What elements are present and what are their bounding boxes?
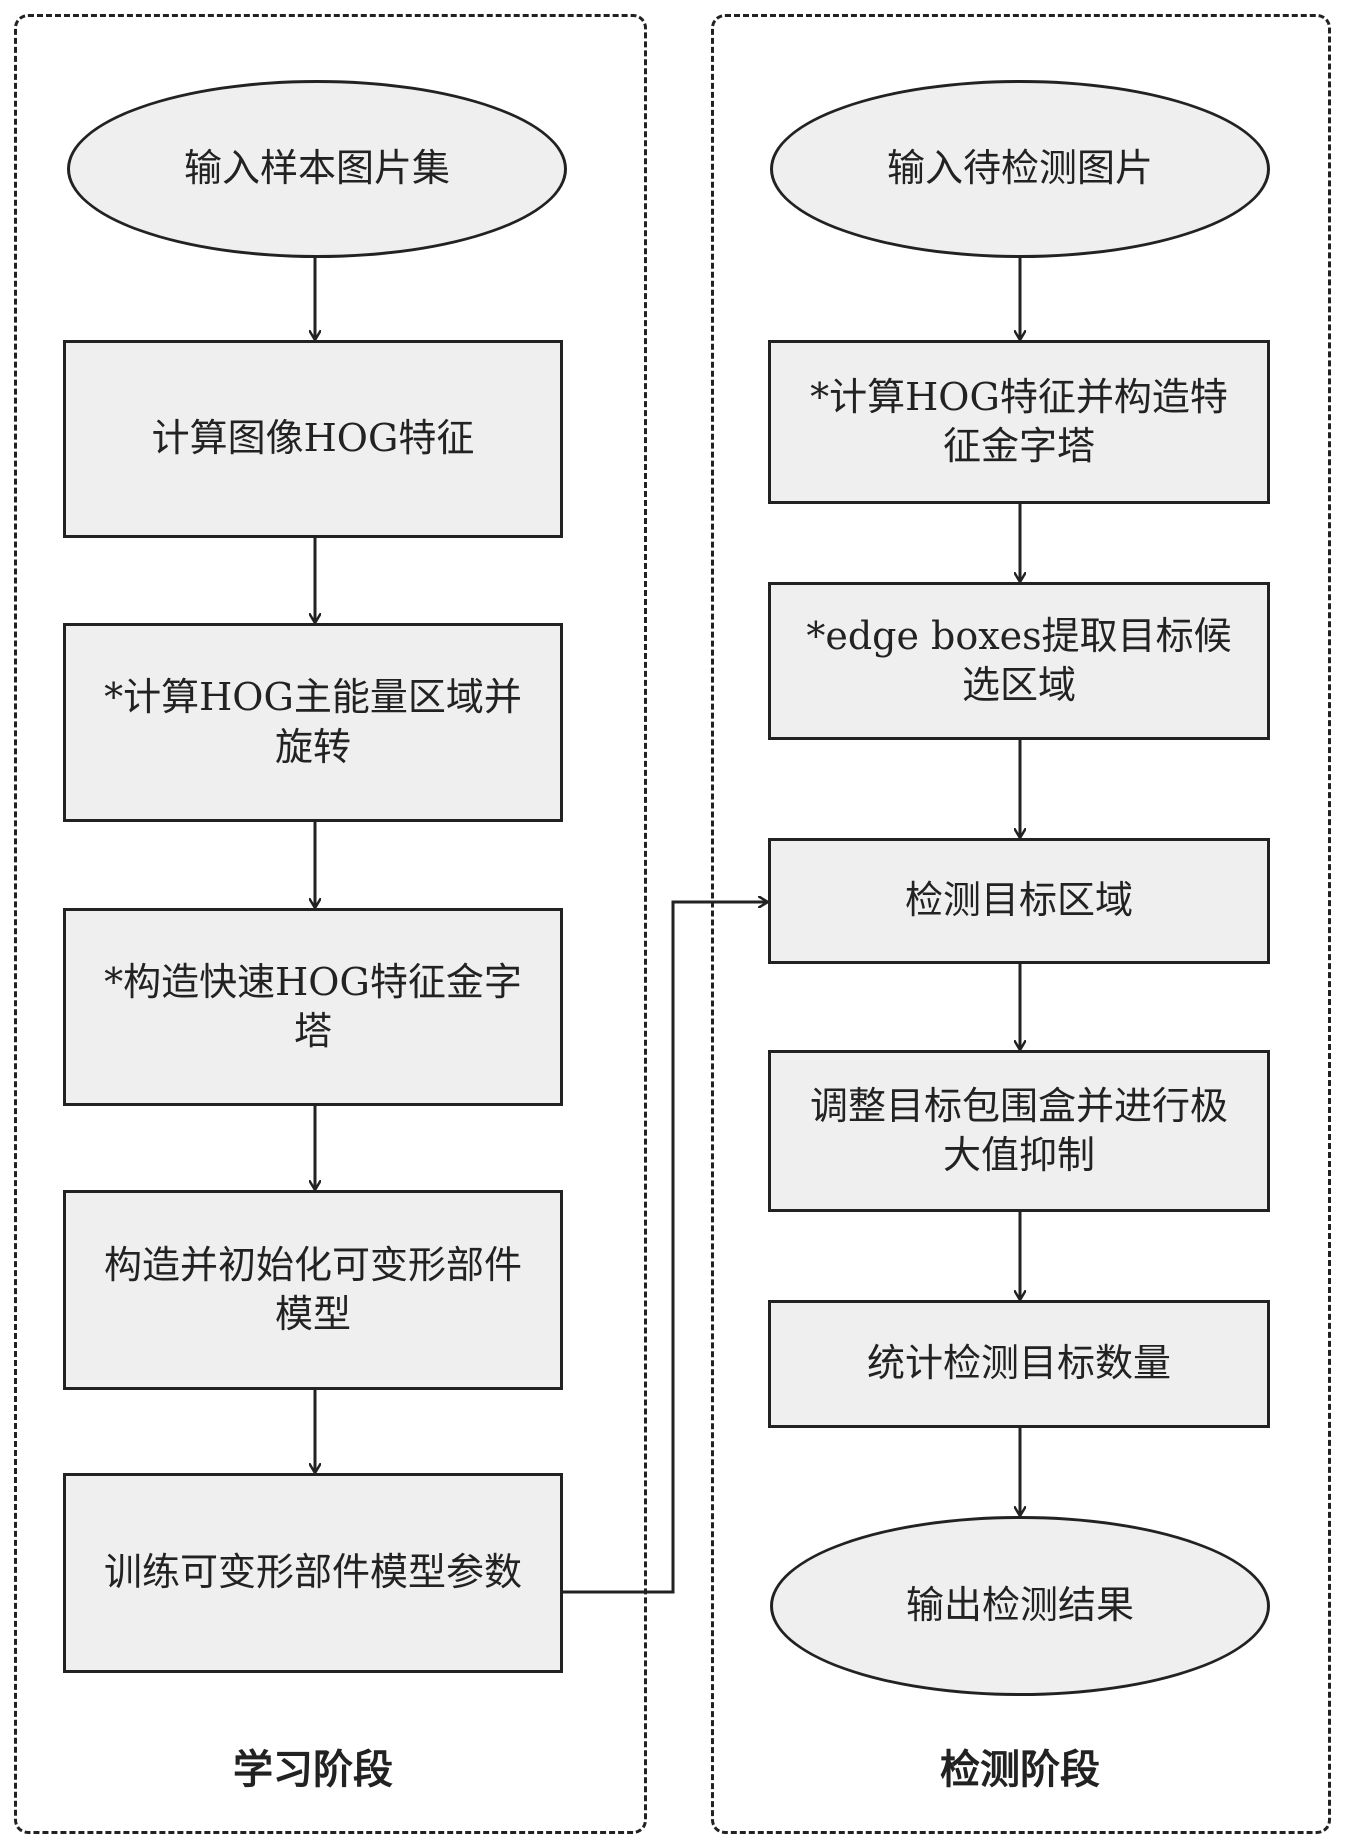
node-output-results: 输出检测结果: [770, 1516, 1270, 1696]
node-label: 输出检测结果: [905, 1583, 1134, 1628]
node-hog-feature-pyramid: *计算HOG特征并构造特征金字塔: [768, 340, 1270, 504]
node-label: 计算图像HOG特征: [151, 416, 475, 461]
arrow-train-to-detect: [563, 902, 768, 1594]
node-compute-hog-features: 计算图像HOG特征: [63, 340, 563, 538]
node-label: 训练可变形部件模型参数: [103, 1550, 522, 1595]
node-label: 构造并初始化可变形部件模型: [103, 1242, 522, 1336]
node-train-dpm-params: 训练可变形部件模型参数: [63, 1473, 563, 1673]
node-label: 统计检测目标数量: [866, 1341, 1171, 1386]
node-label: 输入样本图片集: [183, 146, 450, 191]
node-label: 检测目标区域: [904, 878, 1133, 923]
detection-stage-panel: [711, 14, 1331, 1834]
node-input-detect-image: 输入待检测图片: [770, 80, 1270, 258]
node-label: 调整目标包围盒并进行极大值抑制: [809, 1083, 1228, 1177]
node-edge-boxes-candidates: *edge boxes提取目标候选区域: [768, 582, 1270, 740]
node-label: 输入待检测图片: [886, 146, 1153, 191]
node-label: *edge boxes提取目标候选区域: [806, 613, 1232, 707]
node-adjust-bbox-nms: 调整目标包围盒并进行极大值抑制: [768, 1050, 1270, 1212]
node-input-sample-images: 输入样本图片集: [67, 80, 567, 258]
node-label: *构造快速HOG特征金字塔: [104, 959, 522, 1053]
node-label: *计算HOG特征并构造特征金字塔: [810, 374, 1228, 468]
node-label: *计算HOG主能量区域并旋转: [104, 675, 522, 769]
node-detect-target-region: 检测目标区域: [768, 838, 1270, 964]
node-count-targets: 统计检测目标数量: [768, 1300, 1270, 1428]
node-init-dpm: 构造并初始化可变形部件模型: [63, 1190, 563, 1390]
learning-stage-label: 学习阶段: [233, 1747, 393, 1793]
node-fast-hog-pyramid: *构造快速HOG特征金字塔: [63, 908, 563, 1106]
learning-stage-panel: [14, 14, 647, 1834]
node-hog-main-energy-rotate: *计算HOG主能量区域并旋转: [63, 623, 563, 822]
detection-stage-label: 检测阶段: [940, 1747, 1100, 1793]
